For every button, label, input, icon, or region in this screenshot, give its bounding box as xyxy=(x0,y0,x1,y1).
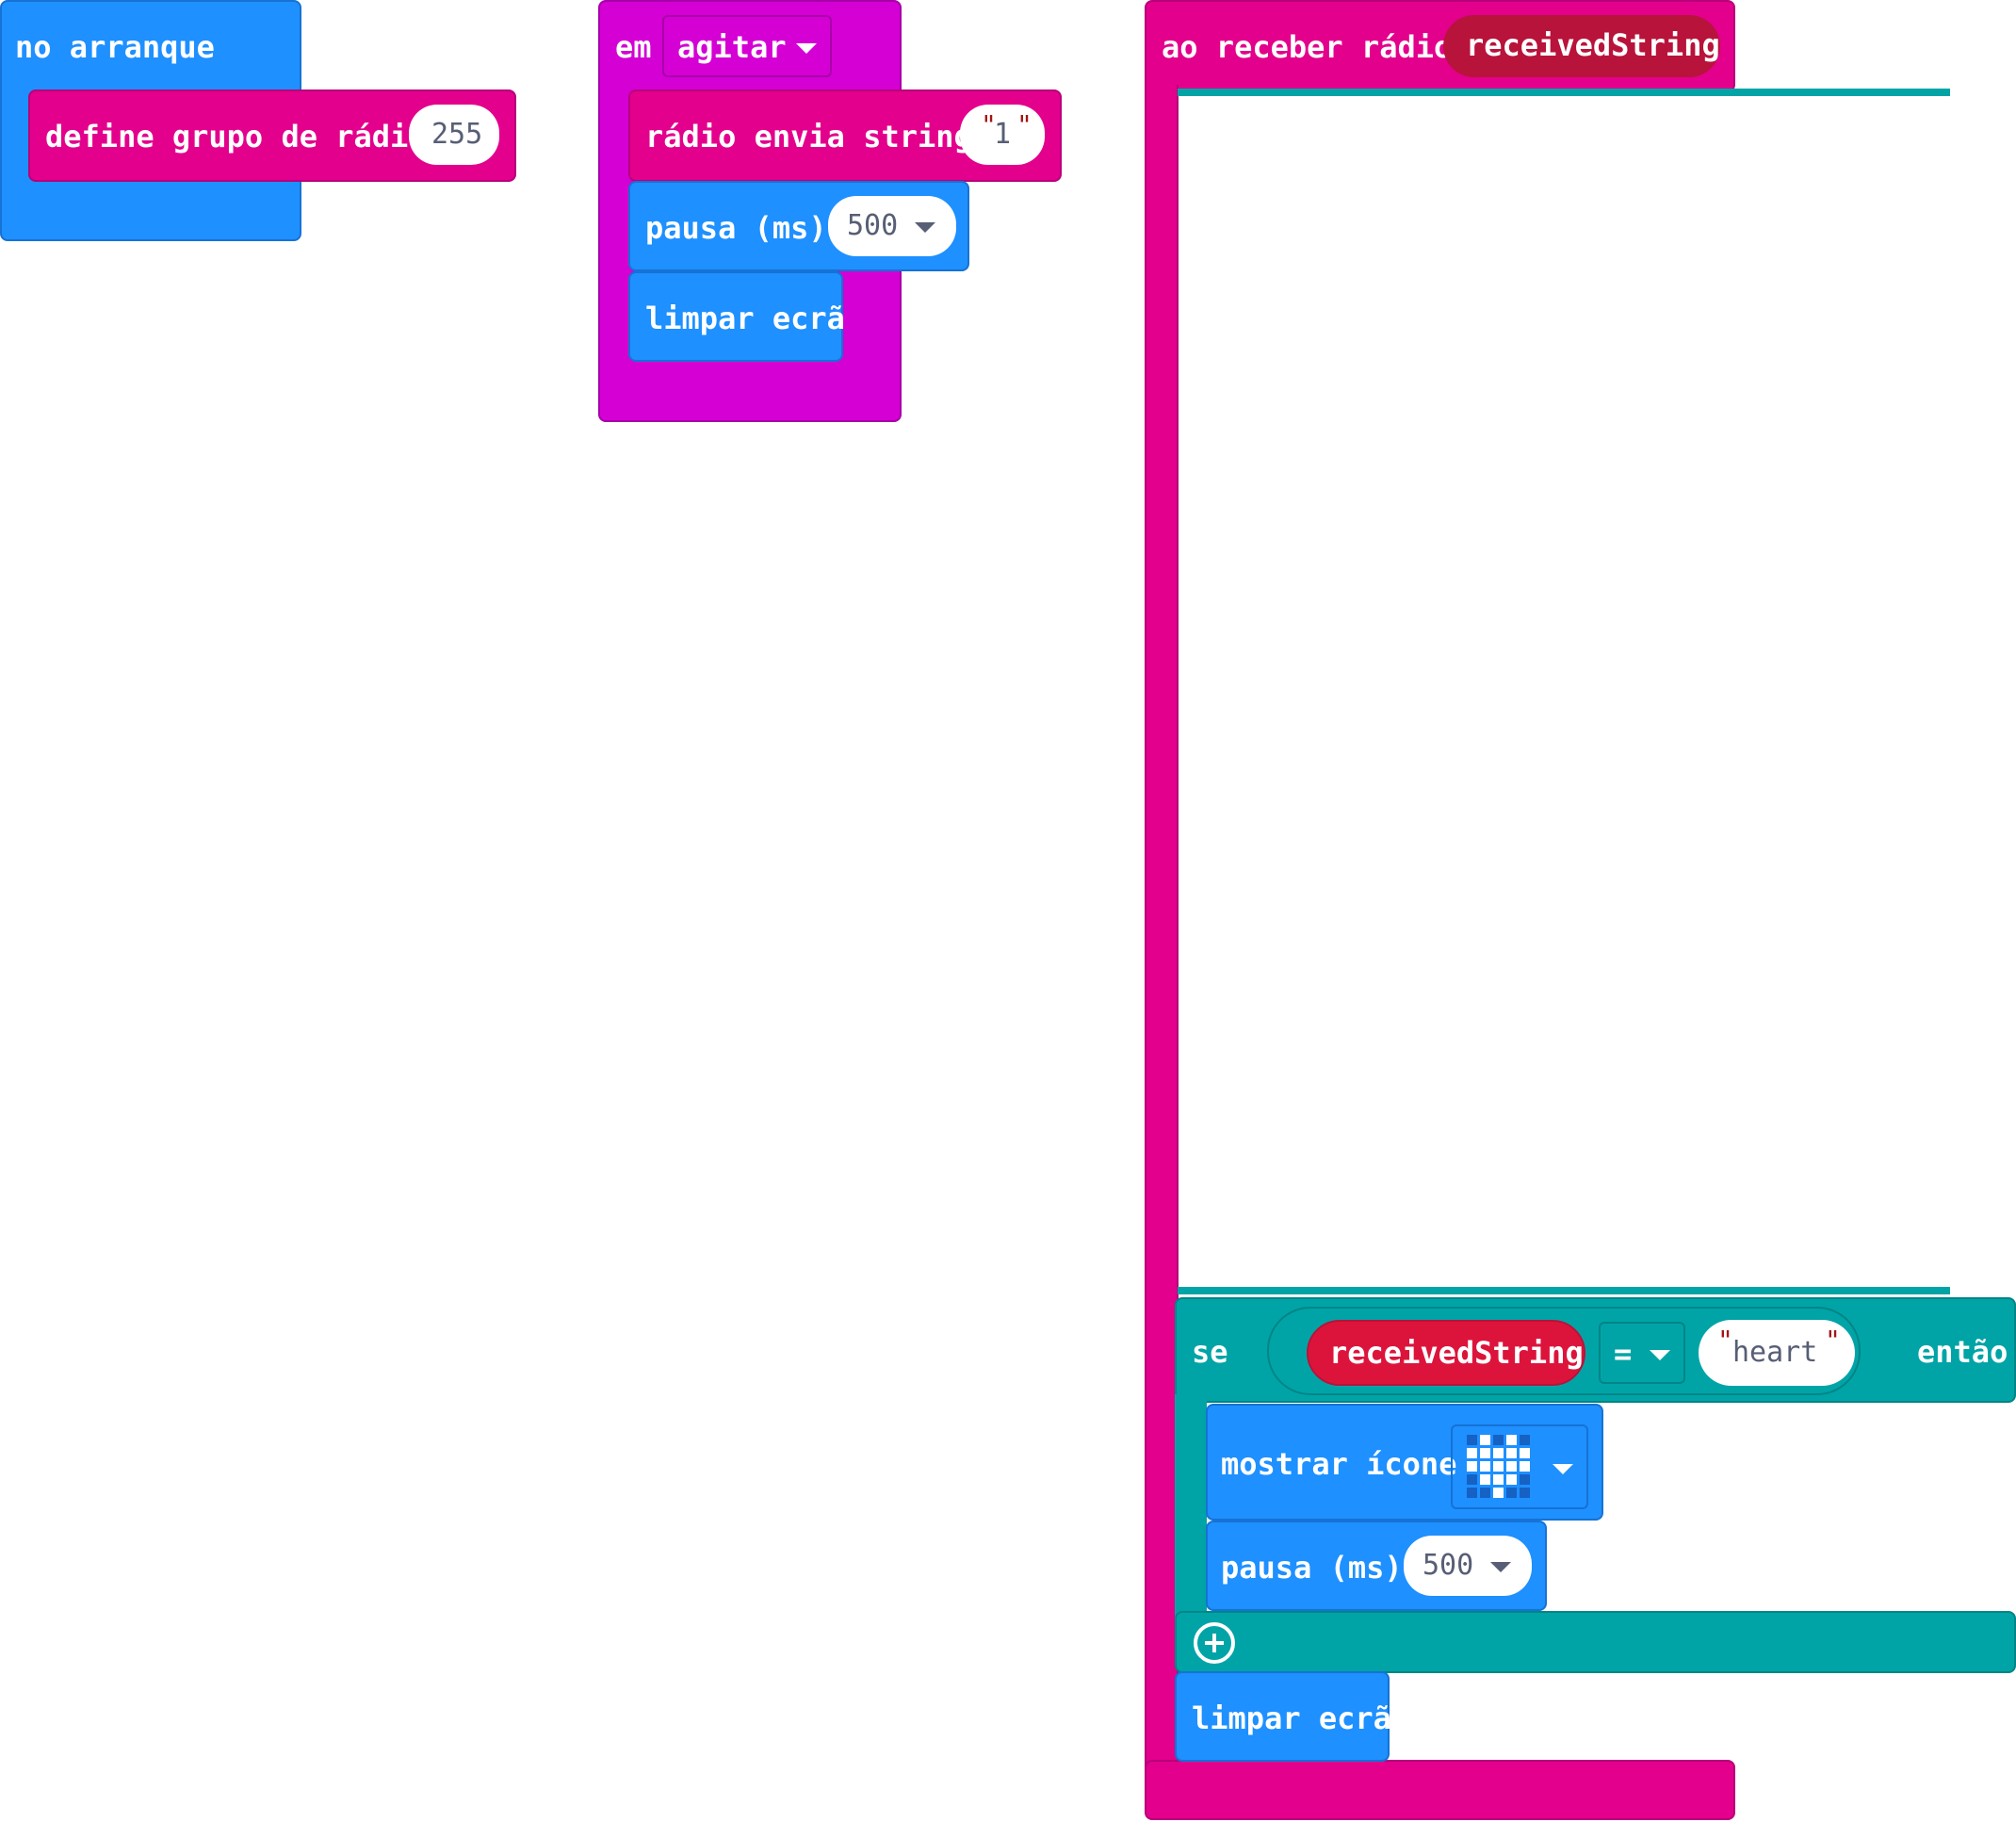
radio-send-string-input[interactable]: " 1 " xyxy=(960,105,1045,165)
chevron-down-icon xyxy=(1553,1464,1573,1474)
clear-screen-label: limpar ecrã xyxy=(1192,1700,1391,1736)
pause-input[interactable]: 500 xyxy=(828,196,956,256)
led-cell xyxy=(1520,1461,1530,1472)
pause-value: 500 xyxy=(847,209,899,242)
open-quote-icon: " xyxy=(1717,1325,1733,1356)
on-received-string-body xyxy=(1145,85,1179,1781)
if-then-block[interactable]: se receivedString = " heart " então xyxy=(1175,1297,2016,1403)
compare-operator-value: = xyxy=(1614,1336,1633,1372)
on-gesture-label: em xyxy=(615,29,652,65)
led-cell xyxy=(1506,1474,1517,1485)
show-icon-label: mostrar ícone xyxy=(1221,1446,1457,1482)
then-label: então xyxy=(1917,1334,2008,1370)
radio-send-string-label: rádio envia string xyxy=(645,119,972,155)
if-block-top-edge xyxy=(1178,89,1950,96)
led-cell xyxy=(1467,1448,1477,1458)
led-cell xyxy=(1520,1448,1530,1458)
pause-label: pausa (ms) xyxy=(645,210,827,246)
clear-screen-block[interactable]: limpar ecrã xyxy=(628,271,845,362)
received-string-variable[interactable]: receivedString xyxy=(1307,1320,1585,1386)
led-cell xyxy=(1467,1435,1477,1445)
set-radio-group-block[interactable]: define grupo de rádio 255 xyxy=(28,89,516,182)
if-label: se xyxy=(1192,1334,1228,1370)
led-cell xyxy=(1493,1448,1504,1458)
led-cell xyxy=(1493,1488,1504,1498)
close-quote-icon: " xyxy=(1016,109,1032,140)
compare-operator-dropdown[interactable]: = xyxy=(1599,1322,1685,1384)
led-cell xyxy=(1520,1488,1530,1498)
add-branch-icon[interactable] xyxy=(1194,1622,1235,1664)
led-cell xyxy=(1506,1461,1517,1472)
led-cell xyxy=(1506,1435,1517,1445)
comparison-block[interactable]: receivedString = " heart " xyxy=(1267,1307,1861,1395)
received-string-parameter-label: receivedString xyxy=(1466,27,1720,63)
pause-value: 500 xyxy=(1423,1549,1474,1582)
chevron-down-icon xyxy=(1490,1562,1511,1572)
compare-string-value: heart xyxy=(1732,1336,1818,1369)
icon-dropdown[interactable] xyxy=(1451,1424,1588,1509)
led-cell xyxy=(1506,1488,1517,1498)
pause-input[interactable]: 500 xyxy=(1404,1536,1532,1596)
led-cell xyxy=(1467,1461,1477,1472)
heart-icon xyxy=(1467,1435,1530,1498)
radio-send-string-value: 1 xyxy=(994,118,1012,151)
radio-group-input[interactable]: 255 xyxy=(409,105,499,165)
clear-screen-label: limpar ecrã xyxy=(645,301,845,336)
on-received-string-label: ao receber rádio xyxy=(1162,29,1453,65)
led-cell xyxy=(1493,1474,1504,1485)
received-string-variable-label: receivedString xyxy=(1329,1335,1584,1371)
close-quote-icon: " xyxy=(1825,1325,1841,1356)
led-cell xyxy=(1480,1488,1490,1498)
led-cell xyxy=(1480,1461,1490,1472)
chevron-down-icon xyxy=(796,43,817,54)
gesture-dropdown[interactable]: agitar xyxy=(662,15,832,77)
on-received-string-hat-block[interactable]: ao receber rádio receivedString xyxy=(1145,0,1735,92)
pause-block[interactable]: pausa (ms) 500 xyxy=(628,181,969,271)
pause-block[interactable]: pausa (ms) 500 xyxy=(1206,1521,1547,1611)
chevron-down-icon xyxy=(1650,1350,1670,1360)
if-block-side xyxy=(1175,1394,1207,1620)
led-cell xyxy=(1493,1435,1504,1445)
on-start-label: no arranque xyxy=(15,29,215,65)
led-cell xyxy=(1467,1474,1477,1485)
show-icon-block[interactable]: mostrar ícone xyxy=(1206,1404,1603,1521)
led-cell xyxy=(1520,1435,1530,1445)
if-block-connector-edge xyxy=(1178,1287,1950,1294)
led-cell xyxy=(1480,1435,1490,1445)
gesture-dropdown-value: agitar xyxy=(677,29,787,65)
open-quote-icon: " xyxy=(981,109,997,140)
led-cell xyxy=(1467,1488,1477,1498)
pause-label: pausa (ms) xyxy=(1221,1550,1403,1586)
led-cell xyxy=(1520,1474,1530,1485)
received-string-parameter[interactable]: receivedString xyxy=(1443,15,1720,77)
set-radio-group-label: define grupo de rádio xyxy=(45,119,427,155)
on-received-string-footer xyxy=(1145,1760,1735,1820)
clear-screen-block[interactable]: limpar ecrã xyxy=(1175,1671,1391,1762)
led-cell xyxy=(1480,1474,1490,1485)
compare-string-input[interactable]: " heart " xyxy=(1699,1320,1855,1386)
led-cell xyxy=(1480,1448,1490,1458)
led-cell xyxy=(1506,1448,1517,1458)
radio-group-value: 255 xyxy=(431,118,483,151)
radio-send-string-block[interactable]: rádio envia string " 1 " xyxy=(628,89,1062,182)
led-cell xyxy=(1493,1461,1504,1472)
if-block-footer xyxy=(1175,1611,2016,1673)
chevron-down-icon xyxy=(915,222,935,233)
